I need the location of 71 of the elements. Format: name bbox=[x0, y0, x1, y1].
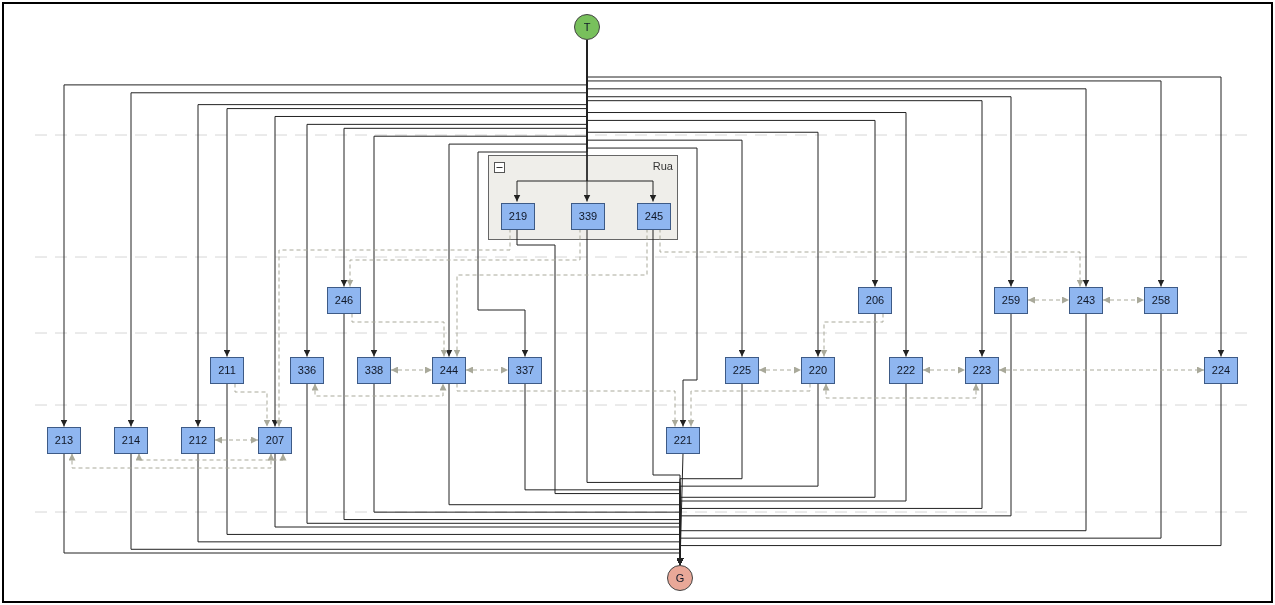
node-label: 206 bbox=[865, 294, 885, 306]
arrow bbox=[275, 228, 511, 427]
process-box bbox=[290, 356, 324, 384]
double-arrow bbox=[1027, 296, 1070, 304]
node-label: 243 bbox=[1076, 294, 1096, 306]
arrow bbox=[687, 383, 811, 427]
process-box bbox=[181, 426, 215, 454]
node-label: 339 bbox=[578, 210, 598, 222]
node-label: 244 bbox=[439, 364, 459, 376]
node-label: G bbox=[675, 572, 685, 584]
process-box bbox=[965, 356, 999, 384]
node-label: 245 bbox=[644, 210, 664, 222]
double-arrow bbox=[135, 453, 287, 461]
node-label: 225 bbox=[732, 364, 752, 376]
node-label: 258 bbox=[1151, 294, 1171, 306]
node-label: 211 bbox=[218, 364, 236, 376]
node-label: 219 bbox=[508, 210, 528, 222]
node-label: 207 bbox=[265, 434, 285, 446]
arrow bbox=[820, 313, 884, 357]
process-box bbox=[114, 426, 148, 454]
process-box bbox=[1204, 356, 1238, 384]
process-box bbox=[327, 286, 361, 314]
process-box bbox=[357, 356, 391, 384]
arrow bbox=[346, 228, 581, 287]
process-box bbox=[47, 426, 81, 454]
process-box bbox=[889, 356, 923, 384]
process-box bbox=[258, 426, 292, 454]
process-box bbox=[637, 202, 671, 230]
arrow bbox=[456, 383, 679, 427]
node-label: 338 bbox=[364, 364, 384, 376]
process-box bbox=[571, 202, 605, 230]
process-box bbox=[508, 356, 542, 384]
double-arrow bbox=[822, 383, 980, 399]
double-arrow bbox=[1102, 296, 1145, 304]
process-box bbox=[725, 356, 759, 384]
node-label: 224 bbox=[1211, 364, 1231, 376]
process-box bbox=[858, 286, 892, 314]
process-box bbox=[801, 356, 835, 384]
arrow bbox=[659, 228, 1084, 287]
arrow bbox=[234, 383, 271, 427]
process-box bbox=[501, 202, 535, 230]
arrow bbox=[351, 313, 448, 357]
process-box bbox=[1069, 286, 1103, 314]
double-arrow bbox=[214, 436, 259, 444]
node-label: 214 bbox=[121, 434, 141, 446]
process-box bbox=[994, 286, 1028, 314]
process-box bbox=[1144, 286, 1178, 314]
node-label: 221 bbox=[673, 434, 693, 446]
double-arrow bbox=[68, 453, 275, 469]
process-box bbox=[432, 356, 466, 384]
node-label: 223 bbox=[972, 364, 992, 376]
process-box bbox=[666, 426, 700, 454]
double-arrow bbox=[311, 383, 447, 397]
group-title: Rua bbox=[652, 160, 673, 172]
double-arrow bbox=[922, 366, 966, 374]
node-label: 246 bbox=[334, 294, 354, 306]
node-label: 213 bbox=[54, 434, 74, 446]
node-label: 337 bbox=[515, 364, 535, 376]
double-arrow bbox=[758, 366, 802, 374]
double-arrow bbox=[390, 366, 433, 374]
double-arrow bbox=[465, 366, 509, 374]
node-label: 220 bbox=[808, 364, 828, 376]
node-label: 212 bbox=[188, 434, 208, 446]
node-label: T bbox=[583, 21, 591, 33]
node-label: 259 bbox=[1001, 294, 1021, 306]
arrow bbox=[453, 228, 648, 357]
double-arrow bbox=[998, 366, 1205, 374]
process-box bbox=[210, 356, 244, 384]
node-label: 336 bbox=[297, 364, 317, 376]
node-label: 222 bbox=[896, 364, 916, 376]
group-panel bbox=[488, 155, 678, 240]
